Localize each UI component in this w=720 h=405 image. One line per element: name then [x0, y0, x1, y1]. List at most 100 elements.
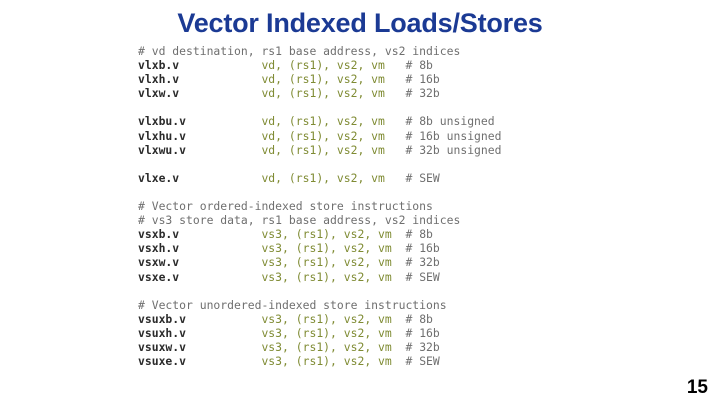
code-instruction-line: vsxh.v vs3, (rs1), vs2, vm # 16b: [138, 241, 598, 255]
code-instruction-line: vlxhu.v vd, (rs1), vs2, vm # 16b unsigne…: [138, 129, 598, 143]
column-gap: [385, 143, 406, 157]
instruction-mnemonic: vsxw.v: [138, 255, 180, 270]
column-gap: [179, 72, 261, 86]
column-gap: [179, 270, 261, 284]
column-gap: [179, 241, 261, 255]
column-gap: [186, 312, 261, 326]
instruction-operands: vd, (rs1), vs2, vm: [261, 58, 385, 73]
code-instruction-line: vlxbu.v vd, (rs1), vs2, vm # 8b unsigned: [138, 114, 598, 128]
instruction-operands: vs3, (rs1), vs2, vm: [261, 269, 392, 284]
code-blank-line: [138, 157, 598, 171]
instruction-operands: vd, (rs1), vs2, vm: [261, 170, 385, 185]
column-gap: [392, 241, 406, 255]
instruction-mnemonic: vsuxe.v: [138, 354, 187, 369]
column-gap: [392, 354, 406, 368]
column-gap: [179, 255, 261, 269]
code-instruction-line: vsxw.v vs3, (rs1), vs2, vm # 32b: [138, 255, 598, 269]
code-instruction-line: vlxw.v vd, (rs1), vs2, vm # 32b: [138, 86, 598, 100]
instruction-comment: # SEW: [405, 170, 440, 185]
instruction-mnemonic: vsxb.v: [138, 227, 180, 242]
instruction-comment: # 8b unsigned: [405, 114, 495, 129]
code-blank-line: [138, 100, 598, 114]
column-gap: [392, 227, 406, 241]
code-listing: # vd destination, rs1 base address, vs2 …: [138, 44, 598, 368]
column-gap: [179, 227, 261, 241]
code-instruction-line: vsuxb.v vs3, (rs1), vs2, vm # 8b: [138, 312, 598, 326]
code-instruction-line: vlxh.v vd, (rs1), vs2, vm # 16b: [138, 72, 598, 86]
column-gap: [385, 58, 406, 72]
instruction-mnemonic: vsuxw.v: [138, 339, 187, 354]
instruction-comment: # 16b: [405, 72, 440, 87]
instruction-mnemonic: vsxe.v: [138, 269, 180, 284]
instruction-operands: vs3, (rs1), vs2, vm: [261, 325, 392, 340]
instruction-mnemonic: vlxbu.v: [138, 114, 187, 129]
code-instruction-line: vlxb.v vd, (rs1), vs2, vm # 8b: [138, 58, 598, 72]
instruction-mnemonic: vsxh.v: [138, 241, 180, 256]
code-instruction-line: vsxe.v vs3, (rs1), vs2, vm # SEW: [138, 270, 598, 284]
comment-text: # Vector unordered-indexed store instruc…: [138, 297, 447, 312]
instruction-comment: # 16b: [405, 325, 440, 340]
column-gap: [385, 86, 406, 100]
instruction-operands: vd, (rs1), vs2, vm: [261, 86, 385, 101]
column-gap: [385, 72, 406, 86]
instruction-operands: vd, (rs1), vs2, vm: [261, 142, 385, 157]
column-gap: [392, 270, 406, 284]
instruction-mnemonic: vlxb.v: [138, 58, 180, 73]
instruction-comment: # 32b: [405, 86, 440, 101]
column-gap: [179, 58, 261, 72]
column-gap: [186, 340, 261, 354]
instruction-mnemonic: vsuxh.v: [138, 325, 187, 340]
comment-text: # vs3 store data, rs1 base address, vs2 …: [138, 213, 461, 228]
instruction-mnemonic: vlxh.v: [138, 72, 180, 87]
instruction-comment: # 8b: [405, 311, 433, 326]
comment-text: # vd destination, rs1 base address, vs2 …: [138, 44, 461, 58]
column-gap: [392, 340, 406, 354]
code-instruction-line: vsuxe.v vs3, (rs1), vs2, vm # SEW: [138, 354, 598, 368]
code-instruction-line: vsxb.v vs3, (rs1), vs2, vm # 8b: [138, 227, 598, 241]
code-instruction-line: vlxe.v vd, (rs1), vs2, vm # SEW: [138, 171, 598, 185]
column-gap: [392, 326, 406, 340]
instruction-comment: # 16b: [405, 241, 440, 256]
code-instruction-line: vsuxw.v vs3, (rs1), vs2, vm # 32b: [138, 340, 598, 354]
instruction-comment: # 16b unsigned: [405, 128, 502, 143]
code-comment-line: # Vector ordered-indexed store instructi…: [138, 199, 598, 213]
instruction-comment: # 32b unsigned: [405, 142, 502, 157]
column-gap: [385, 114, 406, 128]
instruction-comment: # 8b: [405, 227, 433, 242]
code-blank-line: [138, 284, 598, 298]
instruction-mnemonic: vlxw.v: [138, 86, 180, 101]
code-comment-line: # vs3 store data, rs1 base address, vs2 …: [138, 213, 598, 227]
instruction-operands: vs3, (rs1), vs2, vm: [261, 339, 392, 354]
column-gap: [186, 129, 261, 143]
instruction-comment: # 32b: [405, 339, 440, 354]
instruction-operands: vd, (rs1), vs2, vm: [261, 114, 385, 129]
column-gap: [186, 354, 261, 368]
instruction-mnemonic: vlxwu.v: [138, 142, 187, 157]
instruction-operands: vs3, (rs1), vs2, vm: [261, 227, 392, 242]
column-gap: [385, 129, 406, 143]
column-gap: [179, 86, 261, 100]
instruction-comment: # 32b: [405, 255, 440, 270]
code-comment-line: # vd destination, rs1 base address, vs2 …: [138, 44, 598, 58]
instruction-operands: vd, (rs1), vs2, vm: [261, 72, 385, 87]
code-blank-line: [138, 185, 598, 199]
instruction-operands: vs3, (rs1), vs2, vm: [261, 241, 392, 256]
code-comment-line: # Vector unordered-indexed store instruc…: [138, 298, 598, 312]
instruction-comment: # SEW: [405, 269, 440, 284]
column-gap: [385, 171, 406, 185]
instruction-mnemonic: vlxhu.v: [138, 128, 187, 143]
column-gap: [186, 114, 261, 128]
instruction-operands: vd, (rs1), vs2, vm: [261, 128, 385, 143]
column-gap: [392, 312, 406, 326]
instruction-comment: # 8b: [405, 58, 433, 73]
instruction-comment: # SEW: [405, 354, 440, 369]
instruction-operands: vs3, (rs1), vs2, vm: [261, 354, 392, 369]
comment-text: # Vector ordered-indexed store instructi…: [138, 199, 433, 214]
instruction-operands: vs3, (rs1), vs2, vm: [261, 255, 392, 270]
code-instruction-line: vsuxh.v vs3, (rs1), vs2, vm # 16b: [138, 326, 598, 340]
column-gap: [392, 255, 406, 269]
column-gap: [186, 326, 261, 340]
code-instruction-line: vlxwu.v vd, (rs1), vs2, vm # 32b unsigne…: [138, 143, 598, 157]
column-gap: [179, 171, 261, 185]
